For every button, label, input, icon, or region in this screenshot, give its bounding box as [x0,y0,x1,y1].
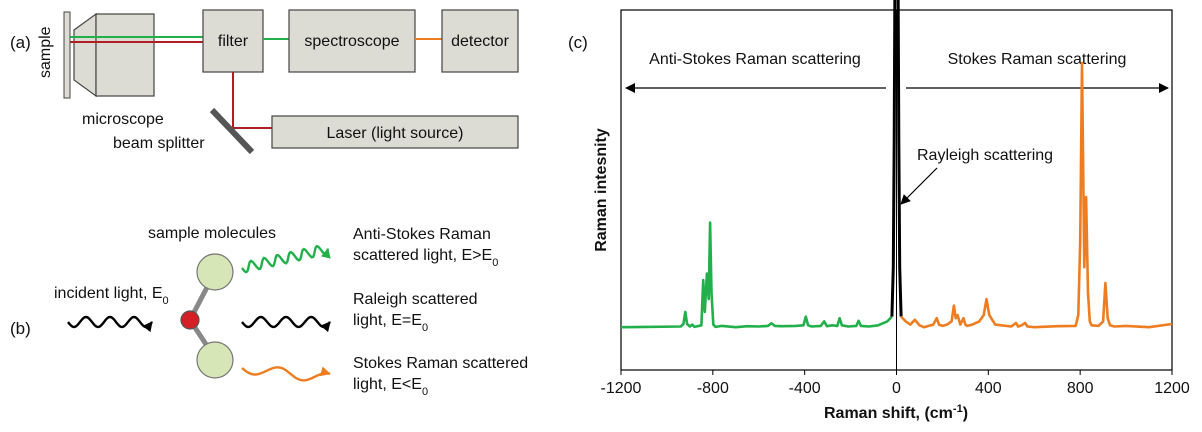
incident-light-wave [67,315,153,333]
rayleigh-annotation: Rayleigh scattering [917,147,1053,164]
x-tick-label: 0 [892,380,901,397]
panel-b-label: (b) [10,319,31,338]
x-tick-label: 1200 [1154,380,1190,397]
panel-a: (a) sample microscope filter spectroscop… [10,9,519,155]
panel-c: (c) -1200 -800 -400 0 400 800 1200 Raman shift… [568,0,1190,422]
stokes-region-label: Stokes Raman scattering [948,51,1127,68]
microscope-lens [73,12,97,98]
stokes-label-line2: light, E<E0 [353,376,428,398]
rayleigh-wave [241,315,331,333]
y-axis-label: Raman intesnity [593,128,610,252]
anti-stokes-region-label: Anti-Stokes Raman scattering [649,51,861,68]
x-tick-label: -800 [697,380,729,397]
rayleigh-label-line1: Raleigh scattered [353,291,478,308]
x-tick-label: -1200 [601,380,642,397]
anti-stokes-label-line1: Anti-Stokes Raman [353,226,491,243]
filter-box [202,9,264,73]
stokes-series-line [900,61,1173,329]
microscope-label: microscope [82,111,164,128]
x-axis-ticks: -1200 -800 -400 0 400 800 1200 [601,370,1190,397]
spectroscope-label: spectroscope [304,33,399,50]
incident-light-label: incident light, E0 [54,285,169,307]
detector-box [441,9,519,73]
stokes-label-line1: Stokes Raman scattered [353,355,528,372]
molecule-atom-bottom [196,341,234,379]
anti-stokes-label-line2: scattered light, E>E0 [353,247,498,269]
anti_stokes-series-line [620,221,893,329]
rayleigh-label-line2: light, E=E0 [353,312,428,334]
spectroscope-box [288,9,416,73]
microscope-body [95,13,155,97]
x-tick-label: 400 [975,380,1002,397]
detector-label: detector [451,33,509,50]
panel-a-label: (a) [10,33,31,52]
rayleigh-annotation-arrow [900,167,938,205]
sample-molecules-label: sample molecules [148,225,276,242]
stokes-wave [241,366,331,382]
beam-splitter [209,107,255,155]
filter-label: filter [218,33,249,50]
beam-splitter-label: beam splitter [113,135,205,152]
anti-stokes-wave [241,244,331,274]
laser-label: Laser (light source) [327,125,464,142]
panel-b: (b) sample molecules incident light, E0 … [10,225,528,398]
panel-c-label: (c) [568,33,588,52]
sample-slab [63,11,71,99]
x-tick-label: -400 [789,380,821,397]
series-layer [620,0,1173,329]
sample-label: sample [37,26,54,78]
rayleigh-series-line [890,0,903,317]
laser-box [271,115,519,149]
molecule-atom-center [180,310,200,330]
x-axis-label: Raman shift, (cm-1) [824,403,968,422]
x-tick-label: 800 [1067,380,1094,397]
molecule-atom-top [196,253,234,291]
laser-path [232,72,272,129]
